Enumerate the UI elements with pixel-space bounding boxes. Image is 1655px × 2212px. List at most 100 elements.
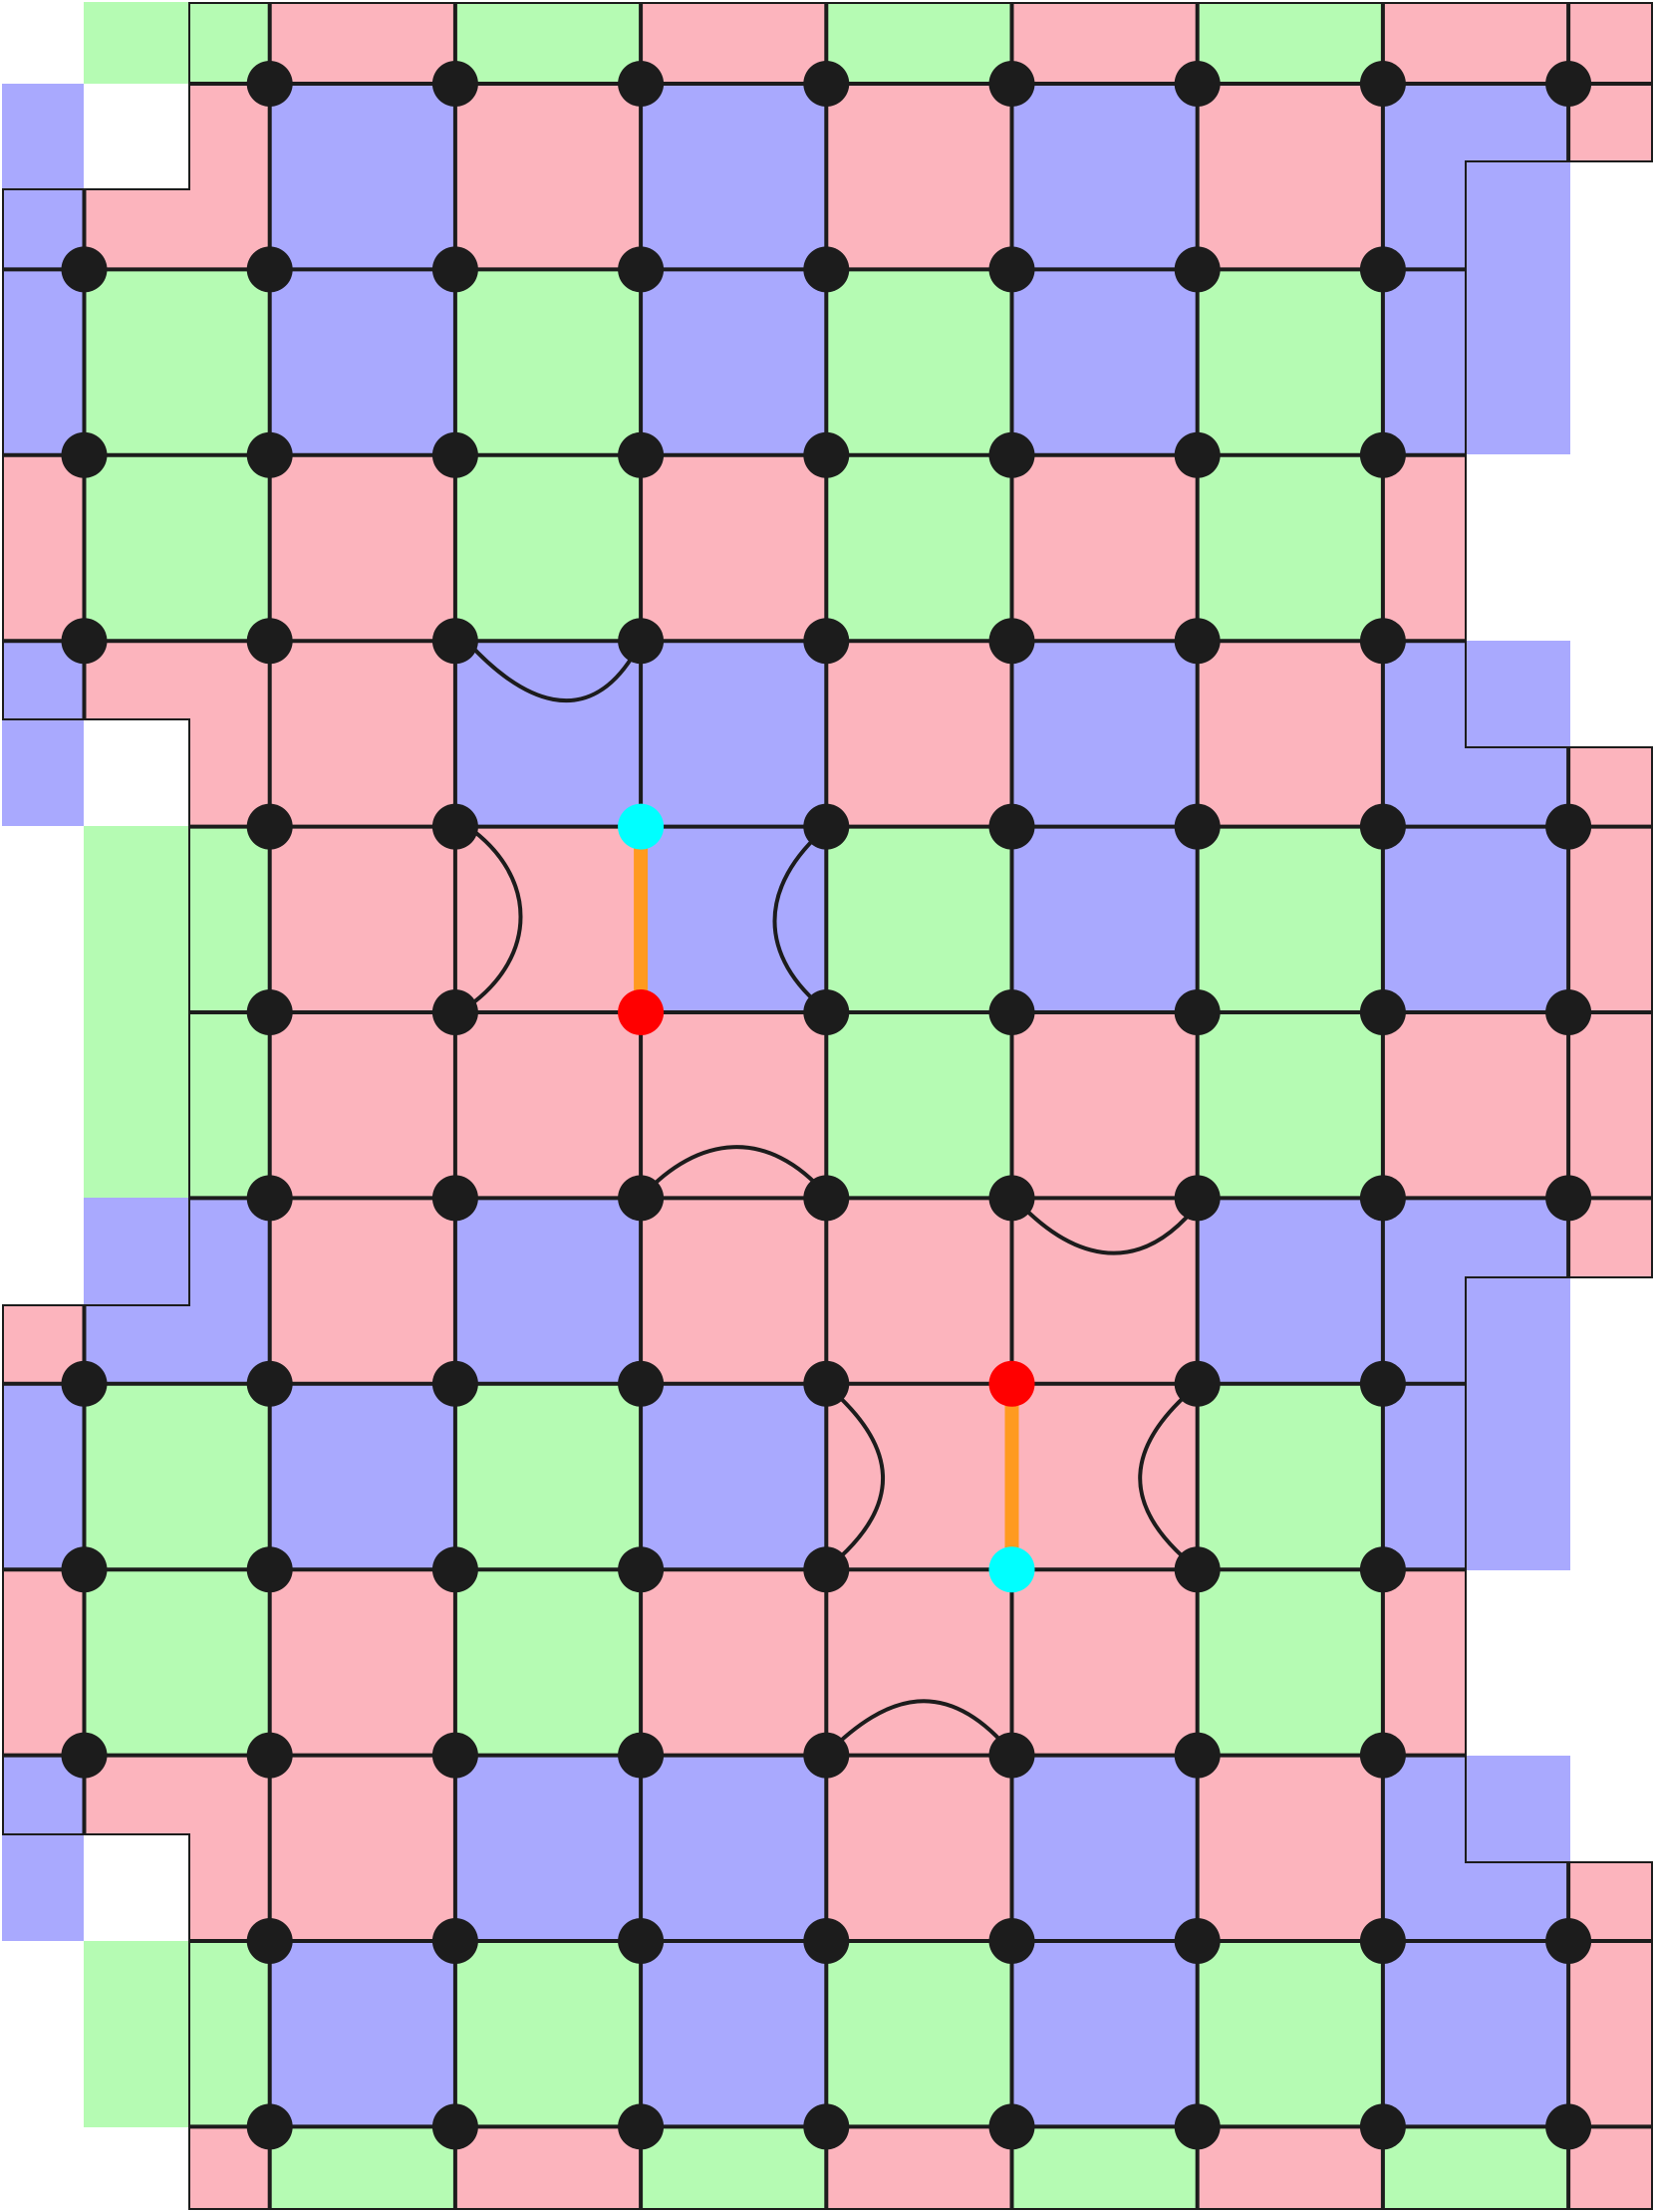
vertex-dot [246,246,293,293]
green-cell [826,269,1012,454]
vertex-dot [1359,1175,1406,1222]
vertex-dot [1545,1918,1592,1964]
vertex-dot [618,246,665,293]
curved-edge [1138,1382,1201,1572]
green-cell [826,1941,1012,2127]
curved-edge [1009,1193,1204,1255]
vertex-dot [803,1732,850,1779]
vertex-dot [246,1918,293,1964]
vertex-dot [1359,1360,1406,1407]
vertex-dot [618,1175,665,1222]
vertex-dot [988,1175,1035,1222]
vertex-dot [61,246,108,293]
green-cell [454,2,641,84]
vertex-dot [431,246,478,293]
curved-edge [640,1145,830,1199]
vertex-dot [1174,246,1221,293]
vertex-dot [618,1546,665,1593]
vertex-dot [246,1732,293,1779]
blue-cell [1012,84,1198,269]
vertex-dot [988,1732,1035,1779]
cyan-endpoint [618,803,665,850]
vertex-dot [431,1732,478,1779]
vertex-dot [61,431,108,478]
blue-cell [641,84,826,269]
curved-edges [465,640,1204,1757]
vertex-dot [431,989,478,1035]
green-cell [84,454,269,641]
blue-cell [1384,826,1570,1012]
vertex-dot [1359,61,1406,107]
vertex-dot [246,618,293,665]
vertex-dot [246,2103,293,2150]
green-cell [1198,1384,1384,1570]
green-cell [454,1941,641,2127]
green-cell [1198,269,1384,454]
vertex-dot [618,618,665,665]
vertex-dot [246,431,293,478]
vertex-dot [803,1546,850,1593]
vertex-dot [431,618,478,665]
vertex-dot [1545,2103,1592,2150]
vertex-dot [431,1546,478,1593]
vertex-dot [1359,803,1406,850]
blue-cell [2,84,84,269]
vertex-dot [988,989,1035,1035]
vertex-dot [431,2103,478,2150]
blue-cell [84,1198,269,1384]
vertex-dot [246,989,293,1035]
vertex-dot [1174,618,1221,665]
blue-cell [1384,1941,1570,2127]
blue-cell [1384,84,1570,269]
blue-cell [269,269,454,454]
blue-cell [2,641,84,826]
vertex-dot [1174,1918,1221,1964]
green-cell [826,1012,1012,1198]
blue-cell [1384,641,1570,826]
green-cell [1198,454,1384,641]
vertex-dot [246,61,293,107]
blue-cell [1384,1756,1570,1941]
vertex-dot [803,989,850,1035]
green-cell [826,2,1012,84]
vertex-dot [988,431,1035,478]
blue-cell [269,1384,454,1570]
green-cell [641,2127,826,2210]
green-cell [454,1570,641,1756]
vertex-dot [431,803,478,850]
red-endpoint [988,1360,1035,1407]
blue-cell [1384,1198,1570,1384]
blue-cell [454,641,641,826]
vertex-dot [618,431,665,478]
vertex-dot [803,1918,850,1964]
vertex-dot [431,1360,478,1407]
vertex-dot [1174,1546,1221,1593]
blue-cell [641,1941,826,2127]
vertex-dot [803,2103,850,2150]
vertex-dot [1174,1360,1221,1407]
vertex-dot [618,1360,665,1407]
curved-edge [772,824,830,1014]
vertex-dot [803,61,850,107]
blue-cell [1198,1198,1384,1384]
blue-cell [1384,269,1570,454]
curved-edge [823,1382,886,1572]
vertex-dot [1174,2103,1221,2150]
vertex-dot [61,1360,108,1407]
vertex-dot [431,431,478,478]
green-cell [826,454,1012,641]
vertex-dot [1545,61,1592,107]
blue-cell [1012,1756,1198,1941]
green-cell [1384,2127,1570,2210]
green-cell [84,1384,269,1570]
vertex-dot [1174,803,1221,850]
vertex-dot [988,246,1035,293]
green-cell [269,2127,454,2210]
vertex-dot [1545,1175,1592,1222]
vertex-dot [1174,431,1221,478]
vertex-dot [618,61,665,107]
vertex-dot [61,1732,108,1779]
vertex-dot [1545,803,1592,850]
vertex-dot [803,1360,850,1407]
